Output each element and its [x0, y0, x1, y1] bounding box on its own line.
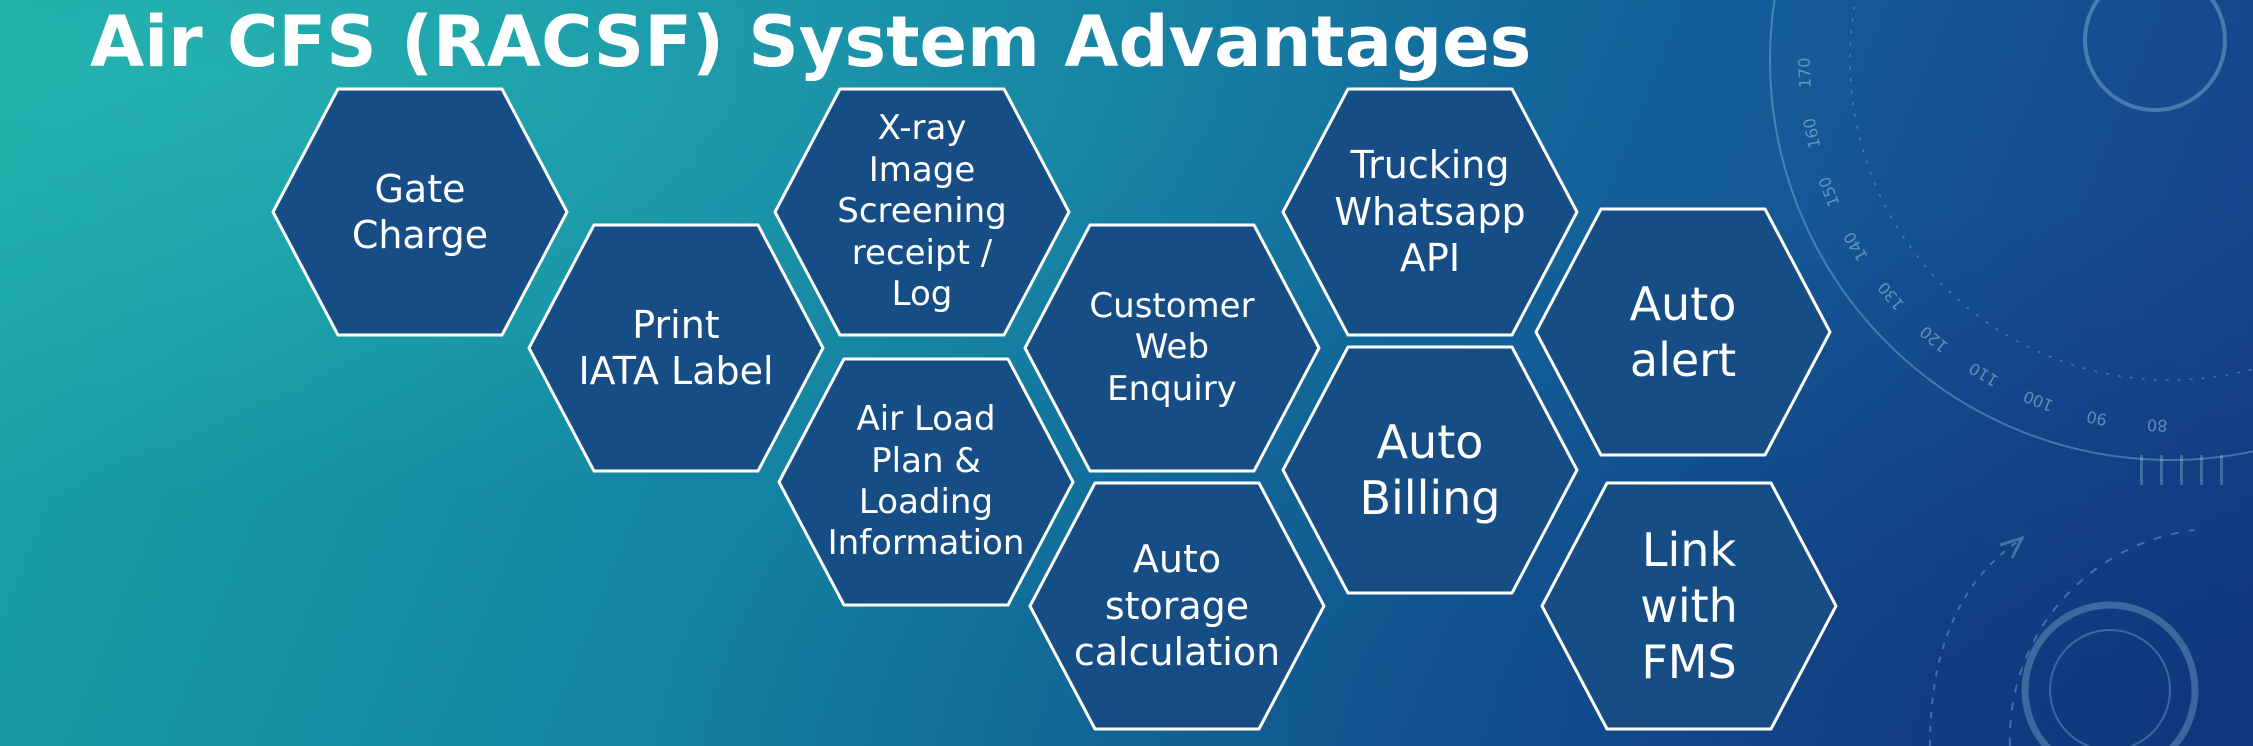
hex-label-print-iata-label: Print IATA Label	[578, 302, 774, 393]
hex-label-air-load-plan: Air Load Plan & Loading Information	[827, 399, 1025, 564]
hex-label-xray-image-screening: X-ray Image Screening receipt / Log	[837, 108, 1007, 315]
hex-label-customer-web-enquiry: Customer Web Enquiry	[1089, 285, 1255, 409]
hexagon-shape	[1023, 223, 1321, 473]
hex-link-with-fms: Link with FMS	[1539, 480, 1839, 732]
hex-xray-image-screening: X-ray Image Screening receipt / Log	[772, 86, 1072, 338]
hex-print-iata-label: Print IATA Label	[526, 222, 826, 474]
hex-gate-charge: Gate Charge	[270, 86, 570, 338]
hex-label-link-with-fms: Link with FMS	[1640, 522, 1738, 690]
hexagon-shape	[1281, 87, 1579, 337]
hexagon-shape	[1540, 481, 1838, 731]
hex-trucking-whatsapp-api: Trucking Whatsapp API	[1280, 86, 1580, 338]
hex-auto-storage-calculation: Auto storage calculation	[1027, 480, 1327, 732]
hexagon-shape	[527, 223, 825, 473]
hexagon-shape	[777, 357, 1075, 607]
hex-air-load-plan: Air Load Plan & Loading Information	[776, 356, 1076, 608]
hex-label-auto-billing: Auto Billing	[1359, 414, 1501, 525]
hex-label-trucking-whatsapp-api: Trucking Whatsapp API	[1334, 143, 1526, 281]
hex-label-gate-charge: Gate Charge	[351, 166, 489, 257]
page-title: Air CFS (RACSF) System Advantages	[90, 1, 1532, 83]
hexagon-shape	[1534, 207, 1832, 457]
hexagon-shape	[1028, 481, 1326, 731]
hex-auto-alert: Auto alert	[1533, 206, 1833, 458]
hex-label-auto-alert: Auto alert	[1629, 276, 1737, 387]
hex-customer-web-enquiry: Customer Web Enquiry	[1022, 222, 1322, 474]
hexagon-shape	[271, 87, 569, 337]
hexagon-shape	[773, 87, 1071, 337]
hexagon-shape	[1281, 345, 1579, 595]
hex-auto-billing: Auto Billing	[1280, 344, 1580, 596]
hex-label-auto-storage-calculation: Auto storage calculation	[1073, 537, 1281, 675]
